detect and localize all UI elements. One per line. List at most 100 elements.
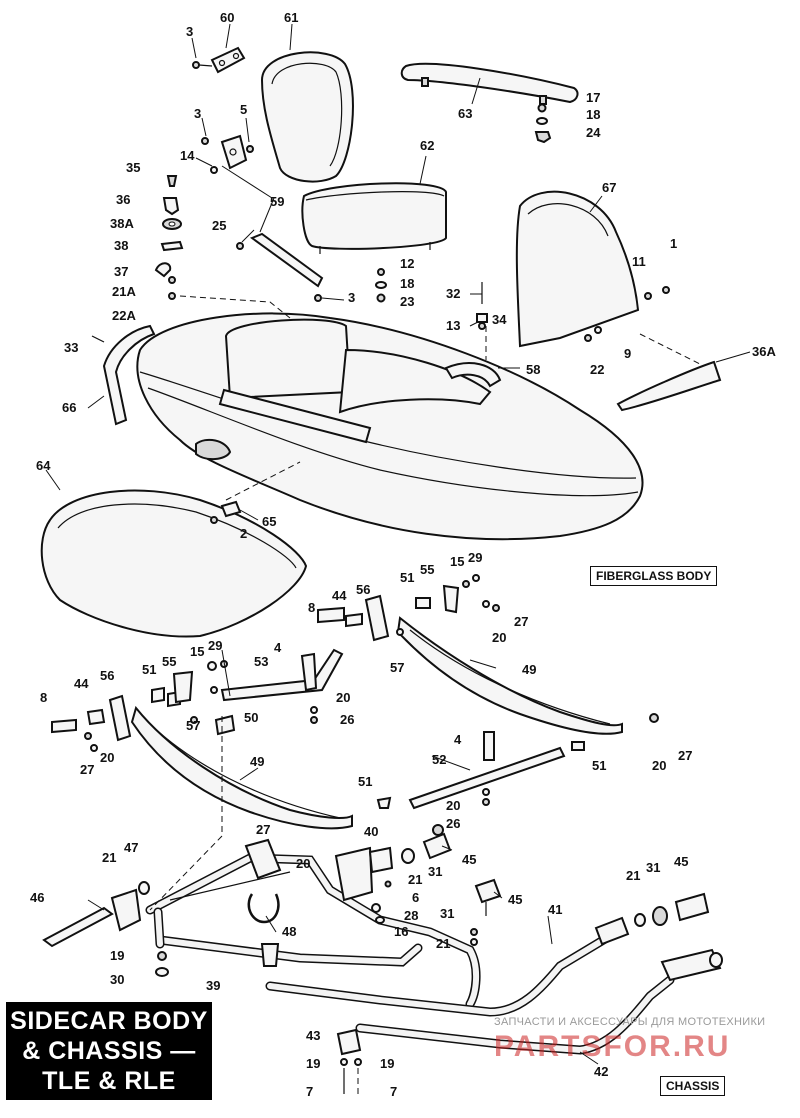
callout: 48 bbox=[282, 924, 296, 939]
seat-bracket-14 bbox=[201, 134, 254, 174]
callout: 51 bbox=[358, 774, 372, 789]
body-trim-66 bbox=[91, 324, 156, 426]
callout: 3 bbox=[348, 290, 355, 305]
callout: 52 bbox=[432, 752, 446, 767]
callout: 66 bbox=[62, 400, 76, 415]
body-seat-well bbox=[224, 318, 492, 414]
hardware-65-2 bbox=[210, 500, 242, 524]
callout: 4 bbox=[274, 640, 282, 655]
hardware-17-18-24 bbox=[534, 103, 552, 144]
callout: 21 bbox=[436, 936, 450, 951]
callout: 20 bbox=[652, 758, 666, 773]
frame-tube-41 bbox=[265, 916, 630, 1017]
callout: 22 bbox=[590, 362, 604, 377]
chassis-label: CHASSIS bbox=[660, 1076, 726, 1096]
callout: 51 bbox=[142, 662, 156, 677]
body-rail-58 bbox=[218, 362, 502, 444]
callout: 51 bbox=[400, 570, 414, 585]
callout: 9 bbox=[624, 346, 631, 361]
callout: 57 bbox=[186, 718, 200, 733]
ball-joint-45a bbox=[422, 824, 452, 860]
backrest-bracket-60 bbox=[192, 46, 246, 74]
callout: 8 bbox=[308, 600, 315, 615]
callout: 32 bbox=[446, 286, 460, 301]
callout: 11 bbox=[632, 254, 646, 269]
callout: 64 bbox=[36, 458, 51, 473]
callout: 20 bbox=[446, 798, 460, 813]
watermark-logo: PARTSFOR.RU bbox=[494, 1030, 731, 1063]
callout: 47 bbox=[124, 840, 138, 855]
callout: 19 bbox=[110, 948, 124, 963]
callout: 20 bbox=[296, 856, 310, 871]
callout: 21 bbox=[626, 868, 640, 883]
callout: 19 bbox=[306, 1056, 320, 1071]
windshield-brace-36a bbox=[616, 360, 722, 412]
callout: 14 bbox=[180, 148, 195, 163]
callout: 55 bbox=[420, 562, 434, 577]
callout: 31 bbox=[428, 864, 442, 879]
callout: 26 bbox=[446, 816, 460, 831]
callout: 33 bbox=[64, 340, 78, 355]
hardware-stack-35-22a bbox=[154, 175, 184, 300]
callout: 18 bbox=[586, 107, 600, 122]
tie-rod-53 bbox=[220, 648, 344, 724]
callout: 21 bbox=[408, 872, 422, 887]
callout: 56 bbox=[356, 582, 370, 597]
callout: 40 bbox=[364, 824, 378, 839]
callout: 31 bbox=[440, 906, 454, 921]
callout: 7 bbox=[390, 1084, 397, 1099]
callout: 60 bbox=[220, 10, 234, 25]
callout: 18 bbox=[400, 276, 414, 291]
tie-rod-52 bbox=[376, 731, 585, 810]
callout: 24 bbox=[586, 125, 601, 140]
callout: 28 bbox=[404, 908, 418, 923]
callout: 21A bbox=[112, 284, 136, 299]
ball-joint-45b bbox=[470, 878, 502, 946]
hardware-21-31-45c bbox=[634, 892, 710, 927]
bushing-40 bbox=[334, 846, 394, 902]
callout: 49 bbox=[522, 662, 536, 677]
leaf-spring-49-right bbox=[396, 616, 623, 735]
callout: 27 bbox=[256, 822, 270, 837]
callout: 38 bbox=[114, 238, 128, 253]
callout: 36A bbox=[752, 344, 776, 359]
callout: 20 bbox=[492, 630, 506, 645]
hardware-47-21-19-30 bbox=[138, 881, 169, 977]
callout: 8 bbox=[40, 690, 47, 705]
seat-cushion-62 bbox=[301, 182, 447, 254]
grab-rail-63 bbox=[400, 62, 579, 105]
callout: 45 bbox=[674, 854, 688, 869]
callout: 5 bbox=[240, 102, 247, 117]
callout-labels: 60 61 3 63 17 18 24 3 5 14 62 35 59 36 3… bbox=[30, 10, 776, 1099]
callout: 6 bbox=[412, 890, 419, 905]
fiberglass-body-label: FIBERGLASS BODY bbox=[590, 566, 718, 586]
u-bolt-48 bbox=[247, 893, 280, 924]
callout: 59 bbox=[270, 194, 284, 209]
callout: 65 bbox=[262, 514, 276, 529]
hardware-21-6-28-16 bbox=[371, 848, 415, 924]
windshield-67 bbox=[515, 190, 670, 348]
callout: 61 bbox=[284, 10, 298, 25]
callout: 15 bbox=[190, 644, 204, 659]
diagram-title-block: SIDECAR BODY & CHASSIS — TLE & RLE bbox=[6, 1002, 212, 1100]
callout: 17 bbox=[586, 90, 600, 105]
hardware-32-13-34 bbox=[476, 282, 488, 330]
frame-tube-42 bbox=[355, 948, 723, 1055]
callout: 53 bbox=[254, 654, 268, 669]
callout: 4 bbox=[454, 732, 462, 747]
callout: 3 bbox=[186, 24, 193, 39]
callout: 22A bbox=[112, 308, 136, 323]
callout: 55 bbox=[162, 654, 176, 669]
clamp-43-19-7 bbox=[336, 1028, 362, 1094]
shackle-hardware-left bbox=[51, 660, 236, 752]
callout: 56 bbox=[100, 668, 114, 683]
callout: 45 bbox=[462, 852, 476, 867]
callout: 58 bbox=[526, 362, 540, 377]
callout: 27 bbox=[678, 748, 692, 763]
callout: 3 bbox=[194, 106, 201, 121]
callout: 15 bbox=[450, 554, 464, 569]
callout: 43 bbox=[306, 1028, 320, 1043]
callout: 44 bbox=[332, 588, 347, 603]
